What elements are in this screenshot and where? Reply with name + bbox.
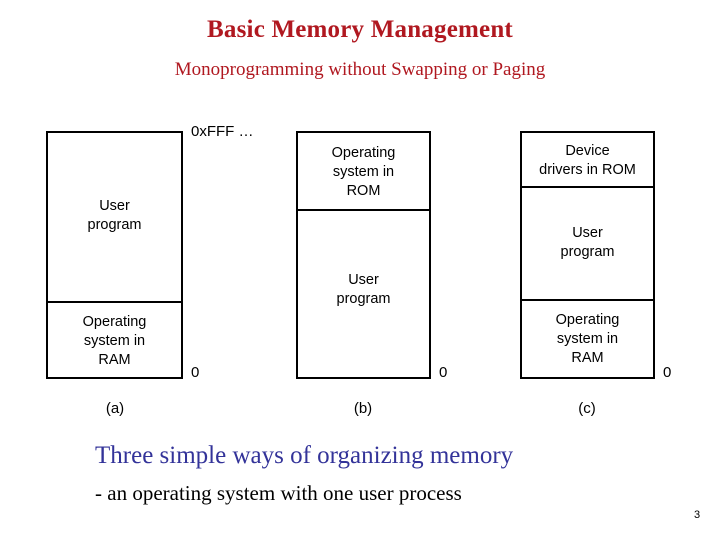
summary-subcaption: - an operating system with one user proc…: [95, 481, 462, 505]
segment-line-2: program: [560, 244, 615, 260]
column-caption-a: (a): [105, 400, 125, 417]
memory-segment-c-device-drivers-rom: Device drivers in ROM: [522, 137, 653, 185]
memory-segment-b-operating-system-rom: Operating system in ROM: [298, 137, 429, 207]
memory-divider-c-1: [520, 186, 655, 188]
memory-divider-b-1: [296, 209, 431, 211]
segment-line-2: program: [87, 217, 142, 233]
memory-segment-a-operating-system-ram: Operating system in RAM: [48, 305, 181, 377]
memory-box-b: [296, 131, 431, 379]
slide-title: Basic Memory Management: [207, 16, 513, 43]
segment-line-2: system in: [332, 163, 395, 180]
memory-segment-b-user-program: User program: [298, 265, 429, 315]
memory-divider-c-2: [520, 299, 655, 301]
segment-line-1: User: [99, 198, 130, 214]
segment-line-2: system in: [556, 330, 619, 347]
summary-caption: Three simple ways of organizing memory: [95, 442, 514, 469]
address-label-a-bottom: 0: [191, 364, 200, 381]
segment-line-3: ROM: [346, 182, 381, 199]
slide-subtitle: Monoprogramming without Swapping or Pagi…: [174, 59, 546, 80]
segment-line-2: drivers in ROM: [539, 162, 636, 178]
segment-line-2: program: [336, 291, 391, 307]
segment-line-1: Operating: [331, 144, 396, 161]
memory-divider-a-1: [46, 301, 183, 303]
memory-segment-c-user-program: User program: [522, 218, 653, 268]
memory-box-a: [46, 131, 183, 379]
segment-line-1: User: [348, 272, 379, 288]
segment-line-2: system in: [83, 332, 146, 349]
address-label-b-bottom: 0: [439, 364, 448, 381]
column-caption-c: (c): [578, 400, 596, 417]
memory-box-c: [520, 131, 655, 379]
address-label-c-bottom: 0: [663, 364, 672, 381]
segment-line-1: Operating: [555, 311, 620, 328]
segment-line-3: RAM: [98, 351, 131, 368]
page-number: 3: [693, 509, 701, 521]
segment-line-3: RAM: [571, 349, 604, 366]
memory-segment-a-user-program: User program: [48, 170, 181, 262]
segment-line-1: User: [572, 225, 603, 241]
memory-segment-c-operating-system-ram: Operating system in RAM: [522, 303, 653, 375]
segment-line-1: Operating: [82, 313, 147, 330]
address-label-a-top: 0xFFF …: [191, 123, 254, 140]
segment-line-1: Device: [565, 143, 610, 159]
column-caption-b: (b): [353, 400, 373, 417]
